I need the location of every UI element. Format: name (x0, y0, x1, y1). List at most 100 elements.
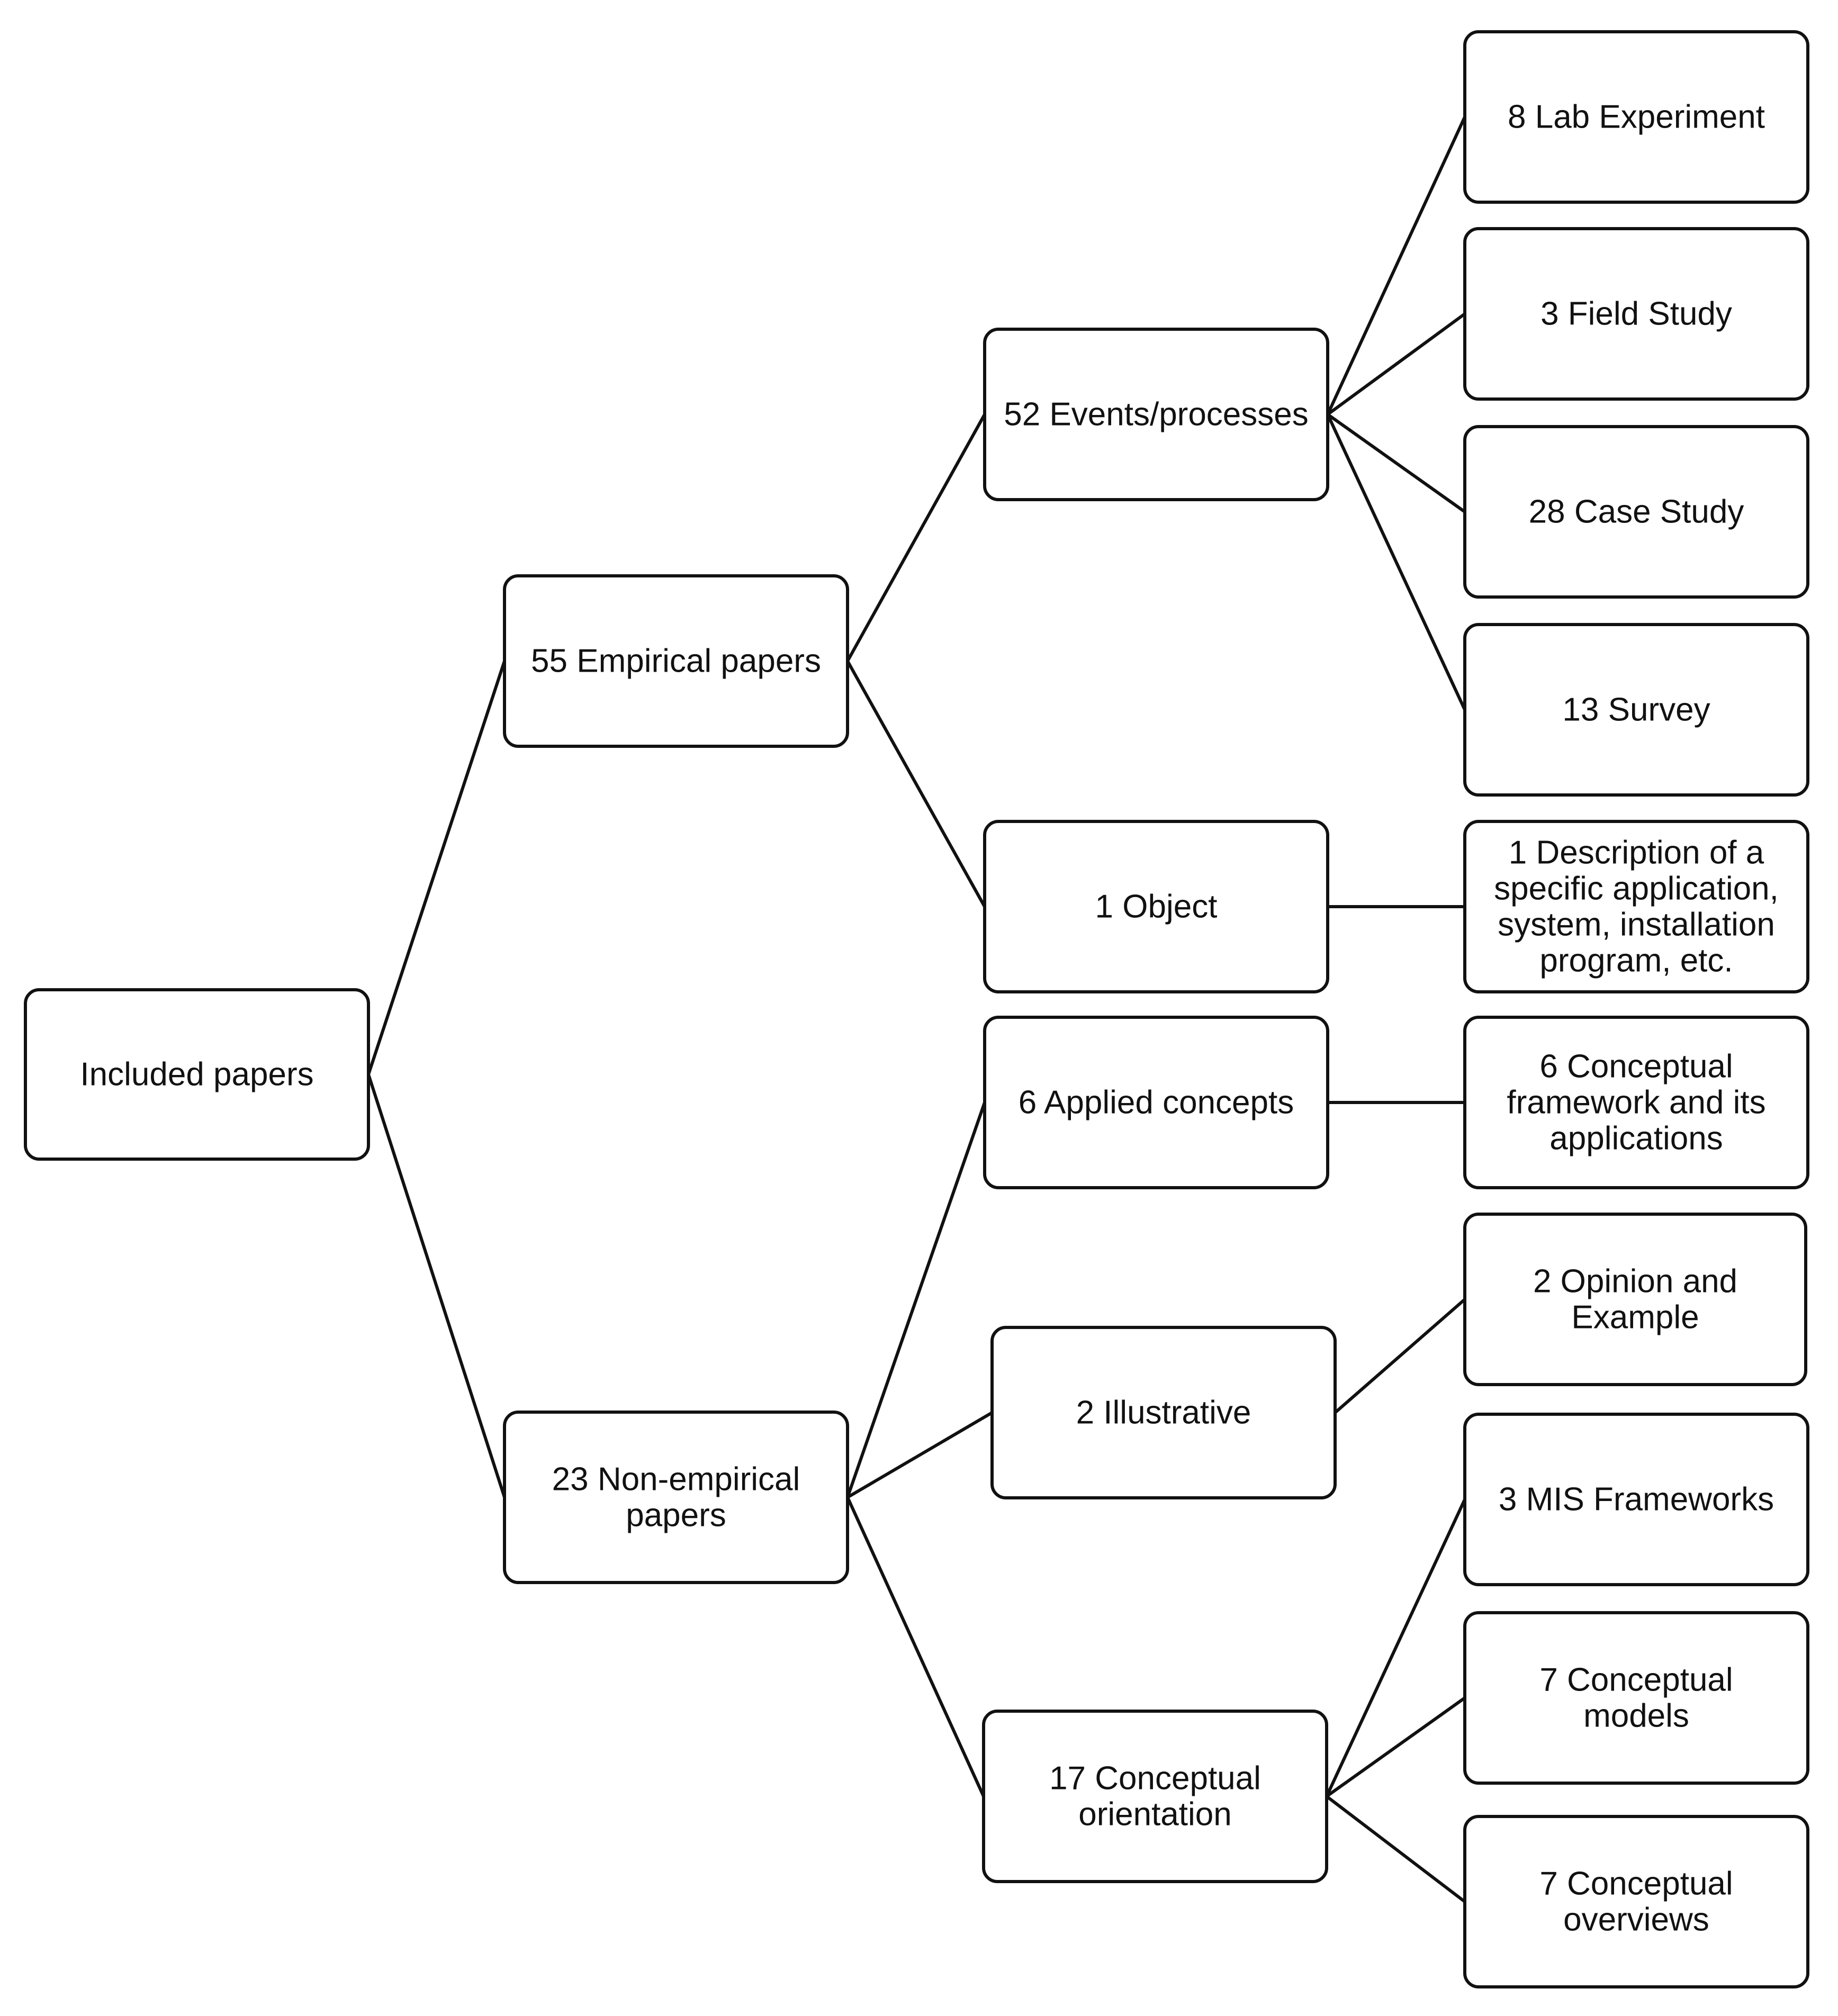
node-label-line: 8 Lab Experiment (1508, 99, 1765, 135)
node-box-overviews (1463, 1815, 1809, 1988)
node-label-line: orientation (1078, 1796, 1232, 1833)
edge-conceptual_orientation-to-overviews (1325, 1795, 1466, 1903)
node-label-line: 3 MIS Frameworks (1499, 1481, 1774, 1518)
node-label-line: Example (1571, 1299, 1699, 1336)
edge-root-to-empirical (367, 659, 506, 1076)
node-label-line: 6 Conceptual (1539, 1048, 1733, 1085)
node-label-line: 7 Conceptual (1539, 1866, 1733, 1902)
node-label-line: 17 Conceptual (1049, 1760, 1261, 1797)
node-label-line: Included papers (80, 1056, 313, 1093)
node-label-line: 1 Description of a (1509, 835, 1764, 871)
node-box-applied (983, 1016, 1329, 1189)
node-box-events (983, 328, 1329, 501)
edge-conceptual_orientation-to-mis (1325, 1498, 1466, 1798)
edge-events-to-field (1326, 312, 1466, 416)
node-box-mis (1463, 1413, 1809, 1586)
edge-empirical-to-events (846, 413, 986, 663)
node-label-line: specific application, (1494, 871, 1779, 907)
node-box-field (1463, 227, 1809, 401)
node-label-line: overviews (1563, 1902, 1709, 1938)
node-label-line: models (1583, 1698, 1689, 1734)
edge-events-to-lab (1326, 115, 1466, 416)
node-box-models (1463, 1611, 1809, 1785)
node-label-line: 23 Non-empirical (552, 1461, 800, 1498)
node-label-line: 2 Opinion and (1533, 1263, 1737, 1300)
node-label-line: program, etc. (1539, 943, 1733, 979)
node-box-lab (1463, 30, 1809, 204)
node-box-conceptual_orientation (982, 1710, 1328, 1883)
node-label-line: 6 Applied concepts (1019, 1084, 1294, 1121)
node-label-root: Included papers (80, 1056, 313, 1093)
edge-conceptual_orientation-to-models (1325, 1696, 1466, 1798)
node-box-framework (1463, 1016, 1809, 1189)
node-label-line: applications (1549, 1120, 1723, 1157)
node-label-line: 1 Object (1095, 889, 1218, 925)
node-label-line: 3 Field Study (1540, 296, 1732, 332)
tree-nodes: Included papers 55 Empirical papers 23 Non… (24, 30, 1809, 1988)
node-label-line: papers (626, 1497, 726, 1534)
node-label-line: system, installation (1498, 907, 1775, 943)
node-label-survey: 13 Survey (1562, 692, 1710, 728)
node-label-line: 2 Illustrative (1076, 1395, 1251, 1431)
node-label-illustrative: 2 Illustrative (1076, 1395, 1251, 1431)
node-label-line: 52 Events/processes (1004, 396, 1309, 433)
node-box-case (1463, 425, 1809, 599)
node-label-line: 28 Case Study (1529, 494, 1744, 530)
node-box-root (24, 988, 370, 1161)
node-label-line: 55 Empirical papers (531, 643, 821, 680)
node-label-case: 28 Case Study (1529, 494, 1744, 530)
node-label-lab: 8 Lab Experiment (1508, 99, 1765, 135)
node-label-line: 13 Survey (1562, 692, 1710, 728)
node-root: Included papers (24, 988, 370, 1161)
node-field: 3 Field Study (1463, 227, 1809, 401)
node-box-object (983, 820, 1329, 993)
edge-events-to-case (1326, 413, 1466, 513)
node-box-description (1463, 820, 1809, 993)
node-label-line: framework and its (1507, 1084, 1765, 1121)
node-empirical: 55 Empirical papers (503, 574, 849, 748)
node-illustrative: 2 Illustrative (990, 1326, 1337, 1499)
node-box-nonempirical (503, 1411, 849, 1584)
node-box-opinion (1463, 1213, 1807, 1386)
node-box-survey (1463, 623, 1809, 797)
edge-illustrative-to-opinion (1334, 1298, 1466, 1414)
node-box-empirical (503, 574, 849, 748)
node-applied: 6 Applied concepts (983, 1016, 1329, 1189)
node-label-line: 7 Conceptual (1539, 1662, 1733, 1698)
node-case: 28 Case Study (1463, 425, 1809, 599)
node-label-empirical: 55 Empirical papers (531, 643, 821, 680)
node-label-applied: 6 Applied concepts (1019, 1084, 1294, 1121)
edge-root-to-nonempirical (367, 1073, 506, 1499)
node-mis: 3 MIS Frameworks (1463, 1413, 1809, 1586)
node-lab: 8 Lab Experiment (1463, 30, 1809, 204)
node-label-object: 1 Object (1095, 889, 1218, 925)
node-label-mis: 3 MIS Frameworks (1499, 1481, 1774, 1518)
node-box-illustrative (990, 1326, 1337, 1499)
edge-empirical-to-object (846, 659, 986, 908)
edge-nonempirical-to-applied (846, 1101, 986, 1499)
edge-events-to-survey (1326, 413, 1466, 711)
node-label-events: 52 Events/processes (1004, 396, 1309, 433)
edge-nonempirical-to-conceptual_orientation (846, 1496, 985, 1798)
node-events: 52 Events/processes (983, 328, 1329, 501)
node-object: 1 Object (983, 820, 1329, 993)
node-survey: 13 Survey (1463, 623, 1809, 797)
edge-nonempirical-to-illustrative (846, 1411, 994, 1499)
connector-lines (367, 115, 1466, 1903)
node-label-field: 3 Field Study (1540, 296, 1732, 332)
